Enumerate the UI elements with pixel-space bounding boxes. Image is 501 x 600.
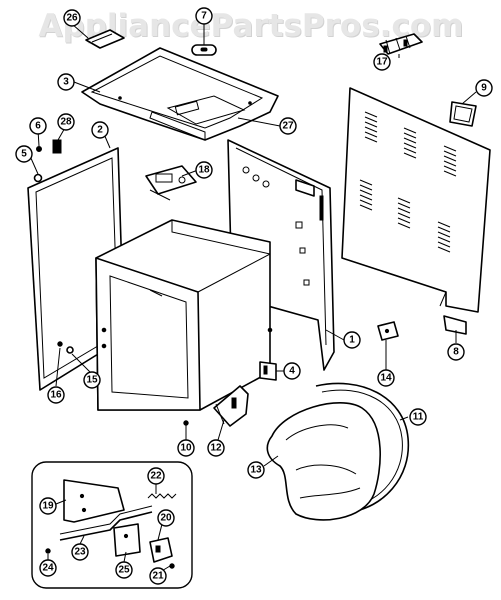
svg-text:9: 9 [481, 83, 487, 94]
svg-text:14: 14 [380, 373, 392, 384]
lock-rod-part-23 [59, 505, 153, 541]
clip-part-15 [66, 346, 74, 354]
svg-text:23: 23 [74, 547, 86, 558]
callout-10: 10 [177, 439, 195, 457]
callout-19: 19 [39, 497, 57, 515]
callout-4: 4 [283, 362, 301, 380]
callout-3: 3 [57, 73, 75, 91]
callout-6: 6 [29, 117, 47, 135]
callout-7: 7 [195, 7, 213, 25]
svg-text:2: 2 [97, 125, 103, 136]
lock-plate-part-25 [113, 523, 141, 557]
bracket-part-26 [85, 29, 125, 49]
insulation-blanket-part-13 [266, 402, 381, 521]
callout-21: 21 [149, 567, 167, 585]
svg-text:26: 26 [66, 13, 78, 24]
svg-text:4: 4 [289, 366, 295, 377]
svg-text:11: 11 [413, 412, 424, 423]
svg-text:20: 20 [160, 513, 172, 524]
svg-text:18: 18 [198, 165, 210, 176]
clip-part-7 [191, 44, 217, 56]
screw-part-16 [57, 341, 63, 347]
svg-text:28: 28 [60, 117, 72, 128]
svg-text:19: 19 [42, 501, 54, 512]
screw-part-24 [45, 548, 51, 554]
svg-text:10: 10 [180, 443, 192, 454]
callout-2: 2 [91, 121, 109, 139]
screw-part-21 [169, 563, 175, 569]
bracket-part-9 [449, 101, 477, 127]
svg-text:3: 3 [63, 77, 69, 88]
svg-text:1: 1 [349, 335, 355, 346]
callout-14: 14 [377, 369, 395, 387]
callout-22: 22 [147, 467, 165, 485]
svg-text:16: 16 [50, 390, 62, 401]
screw-part-10 [183, 420, 189, 434]
switch-assembly-part-17 [379, 33, 423, 55]
callout-15: 15 [83, 371, 101, 389]
hinge-clip-part-28 [52, 139, 62, 154]
svg-text:21: 21 [152, 571, 164, 582]
callout-25: 25 [115, 561, 133, 579]
door-lock-inset [31, 461, 193, 589]
svg-text:13: 13 [250, 465, 262, 476]
callout-13: 13 [247, 461, 265, 479]
svg-text:15: 15 [86, 375, 98, 386]
svg-text:6: 6 [35, 121, 41, 132]
callout-8: 8 [447, 343, 465, 361]
clip-part-14 [377, 321, 399, 341]
svg-text:27: 27 [282, 121, 294, 132]
top-cover-panel [81, 47, 279, 141]
switch-part-20 [149, 537, 173, 563]
svg-text:24: 24 [42, 563, 54, 574]
callout-28: 28 [57, 113, 75, 131]
callout-17: 17 [373, 53, 391, 71]
callout-20: 20 [157, 509, 175, 527]
svg-text:7: 7 [201, 11, 207, 22]
callout-27: 27 [279, 117, 297, 135]
lock-bracket-part-19 [63, 479, 125, 523]
callout-16: 16 [47, 386, 65, 404]
spring-part-22 [147, 493, 177, 499]
svg-text:8: 8 [453, 347, 459, 358]
oven-cavity [95, 219, 273, 411]
svg-text:5: 5 [21, 149, 27, 160]
rear-panel [341, 87, 491, 335]
callout-5: 5 [15, 145, 33, 163]
svg-text:17: 17 [376, 57, 388, 68]
callout-9: 9 [475, 79, 493, 97]
callout-18: 18 [195, 161, 213, 179]
bracket-part-4 [259, 361, 277, 381]
svg-text:25: 25 [118, 565, 130, 576]
screw-part-6 [36, 146, 42, 152]
callout-12: 12 [207, 439, 225, 457]
latch-assembly-part-18 [145, 165, 197, 201]
hinge-part-12 [213, 385, 249, 427]
spring-part-5 [33, 173, 43, 183]
callout-24: 24 [39, 559, 57, 577]
rear-panel-vents [359, 111, 457, 253]
callout-26: 26 [63, 9, 81, 27]
callout-23: 23 [71, 543, 89, 561]
callout-1: 1 [343, 331, 361, 349]
svg-text:22: 22 [150, 471, 162, 482]
callout-11: 11 [409, 408, 427, 426]
svg-text:12: 12 [210, 443, 222, 454]
